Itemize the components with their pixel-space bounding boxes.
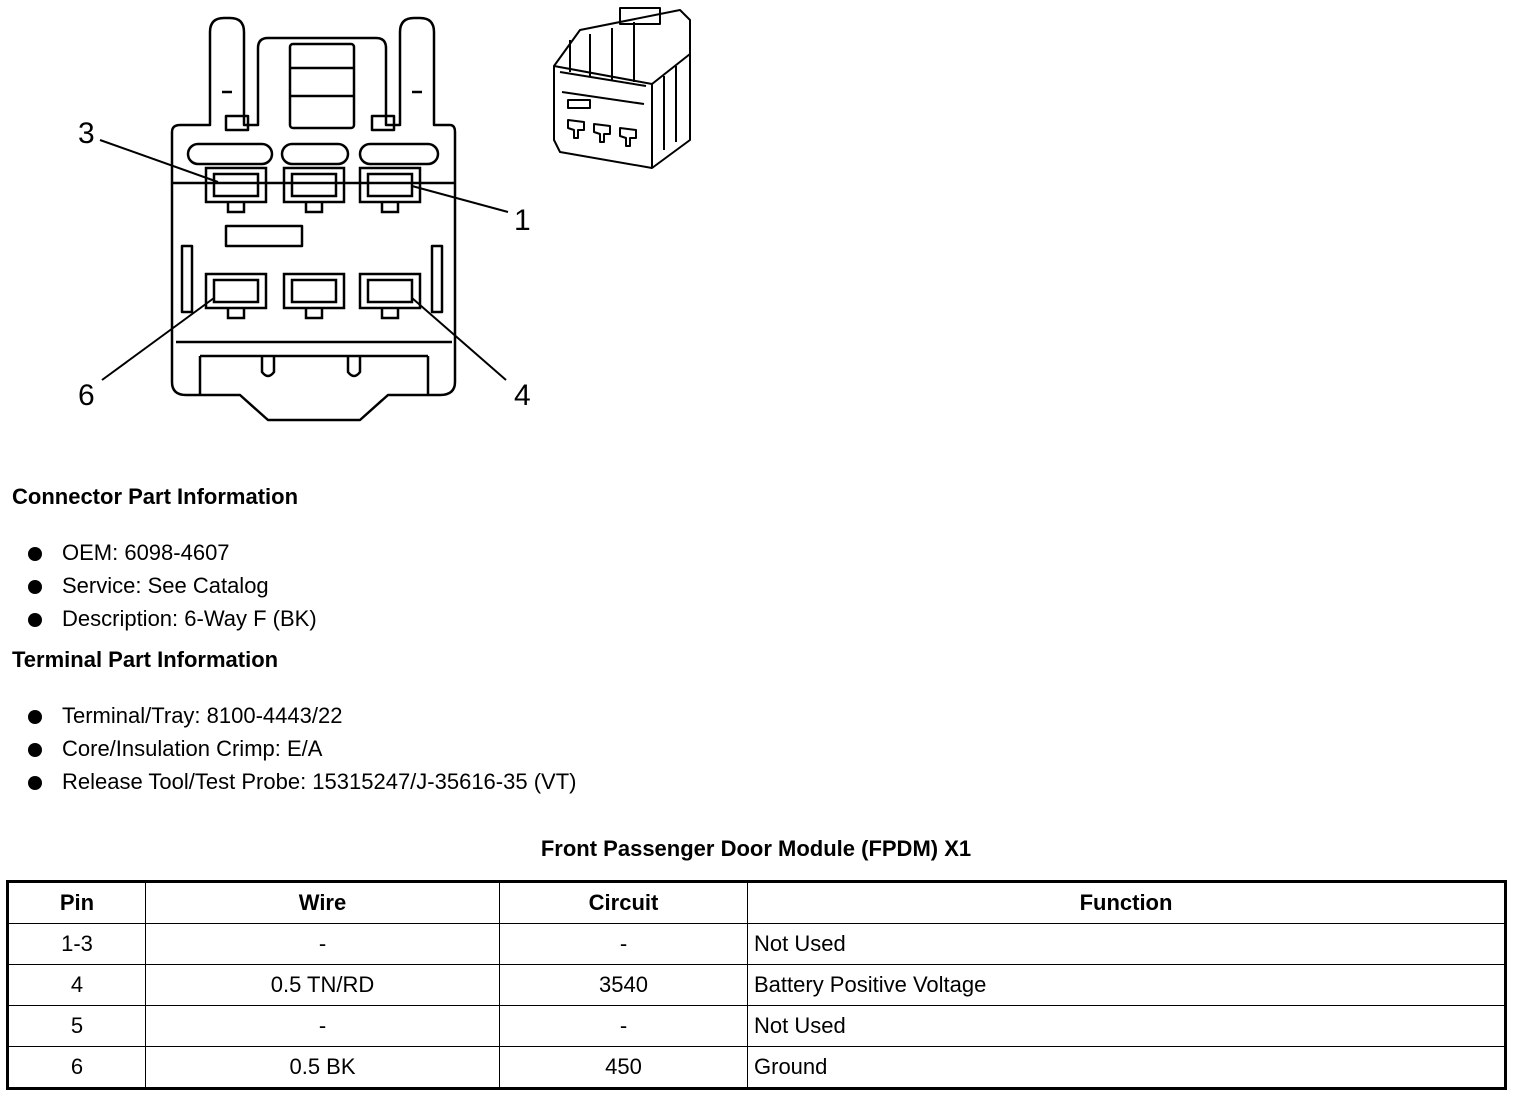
cell-pin: 1-3 — [7, 923, 146, 965]
table-row: 5 - - Not Used — [7, 1005, 1506, 1047]
list-item: Service: See Catalog — [28, 571, 317, 604]
header-wire: Wire — [145, 881, 500, 924]
cavity-4 — [358, 272, 422, 320]
table-row: 1-3 - - Not Used — [7, 923, 1506, 965]
cell-function: Battery Positive Voltage — [747, 964, 1506, 1006]
connector-part-info-list: OEM: 6098-4607 Service: See Catalog Desc… — [28, 538, 317, 637]
cavity-3 — [204, 166, 268, 214]
connector-body-outline — [170, 16, 457, 422]
callout-leaders — [99, 139, 509, 381]
cavity-2 — [282, 166, 346, 214]
cell-pin: 4 — [7, 964, 146, 1006]
cell-wire: 0.5 BK — [145, 1046, 500, 1089]
cell-wire: - — [145, 1005, 500, 1047]
table-header-row: Pin Wire Circuit Function — [7, 881, 1506, 924]
list-item: OEM: 6098-4607 — [28, 538, 317, 571]
cell-pin: 5 — [7, 1005, 146, 1047]
pinout-table: Pin Wire Circuit Function 1-3 - - Not Us… — [6, 880, 1507, 1090]
cell-circuit: - — [499, 923, 748, 965]
cell-function: Ground — [747, 1046, 1506, 1089]
header-circuit: Circuit — [499, 881, 748, 924]
callout-pin-3: 3 — [78, 117, 95, 150]
cell-wire: 0.5 TN/RD — [145, 964, 500, 1006]
callout-pin-4: 4 — [514, 379, 531, 412]
callout-pin-6: 6 — [78, 379, 95, 412]
connector-isometric-view — [553, 7, 691, 169]
list-item: Description: 6-Way F (BK) — [28, 604, 317, 637]
connector-diagram: 3 1 6 4 — [78, 7, 691, 422]
list-item: Terminal/Tray: 8100-4443/22 — [28, 701, 576, 734]
cell-function: Not Used — [747, 923, 1506, 965]
list-item: Release Tool/Test Probe: 15315247/J-3561… — [28, 767, 576, 800]
table-row: 4 0.5 TN/RD 3540 Battery Positive Voltag… — [7, 964, 1506, 1006]
header-function: Function — [747, 881, 1506, 924]
cell-function: Not Used — [747, 1005, 1506, 1047]
header-pin: Pin — [7, 881, 146, 924]
pinout-table-caption: Front Passenger Door Module (FPDM) X1 — [540, 836, 972, 861]
terminal-part-info-list: Terminal/Tray: 8100-4443/22 Core/Insulat… — [28, 701, 576, 800]
cell-circuit: 450 — [499, 1046, 748, 1089]
cell-circuit: 3540 — [499, 964, 748, 1006]
list-item: Core/Insulation Crimp: E/A — [28, 734, 576, 767]
cavity-1 — [358, 166, 422, 214]
cell-wire: - — [145, 923, 500, 965]
cell-circuit: - — [499, 1005, 748, 1047]
connector-part-info-title: Connector Part Information — [12, 484, 299, 509]
cavity-5 — [282, 272, 346, 320]
table-row: 6 0.5 BK 450 Ground — [7, 1046, 1506, 1089]
cavity-6 — [204, 272, 268, 320]
terminal-part-info-title: Terminal Part Information — [12, 647, 279, 672]
callout-pin-1: 1 — [514, 204, 531, 237]
pin-cavities — [204, 166, 422, 320]
cell-pin: 6 — [7, 1046, 146, 1089]
